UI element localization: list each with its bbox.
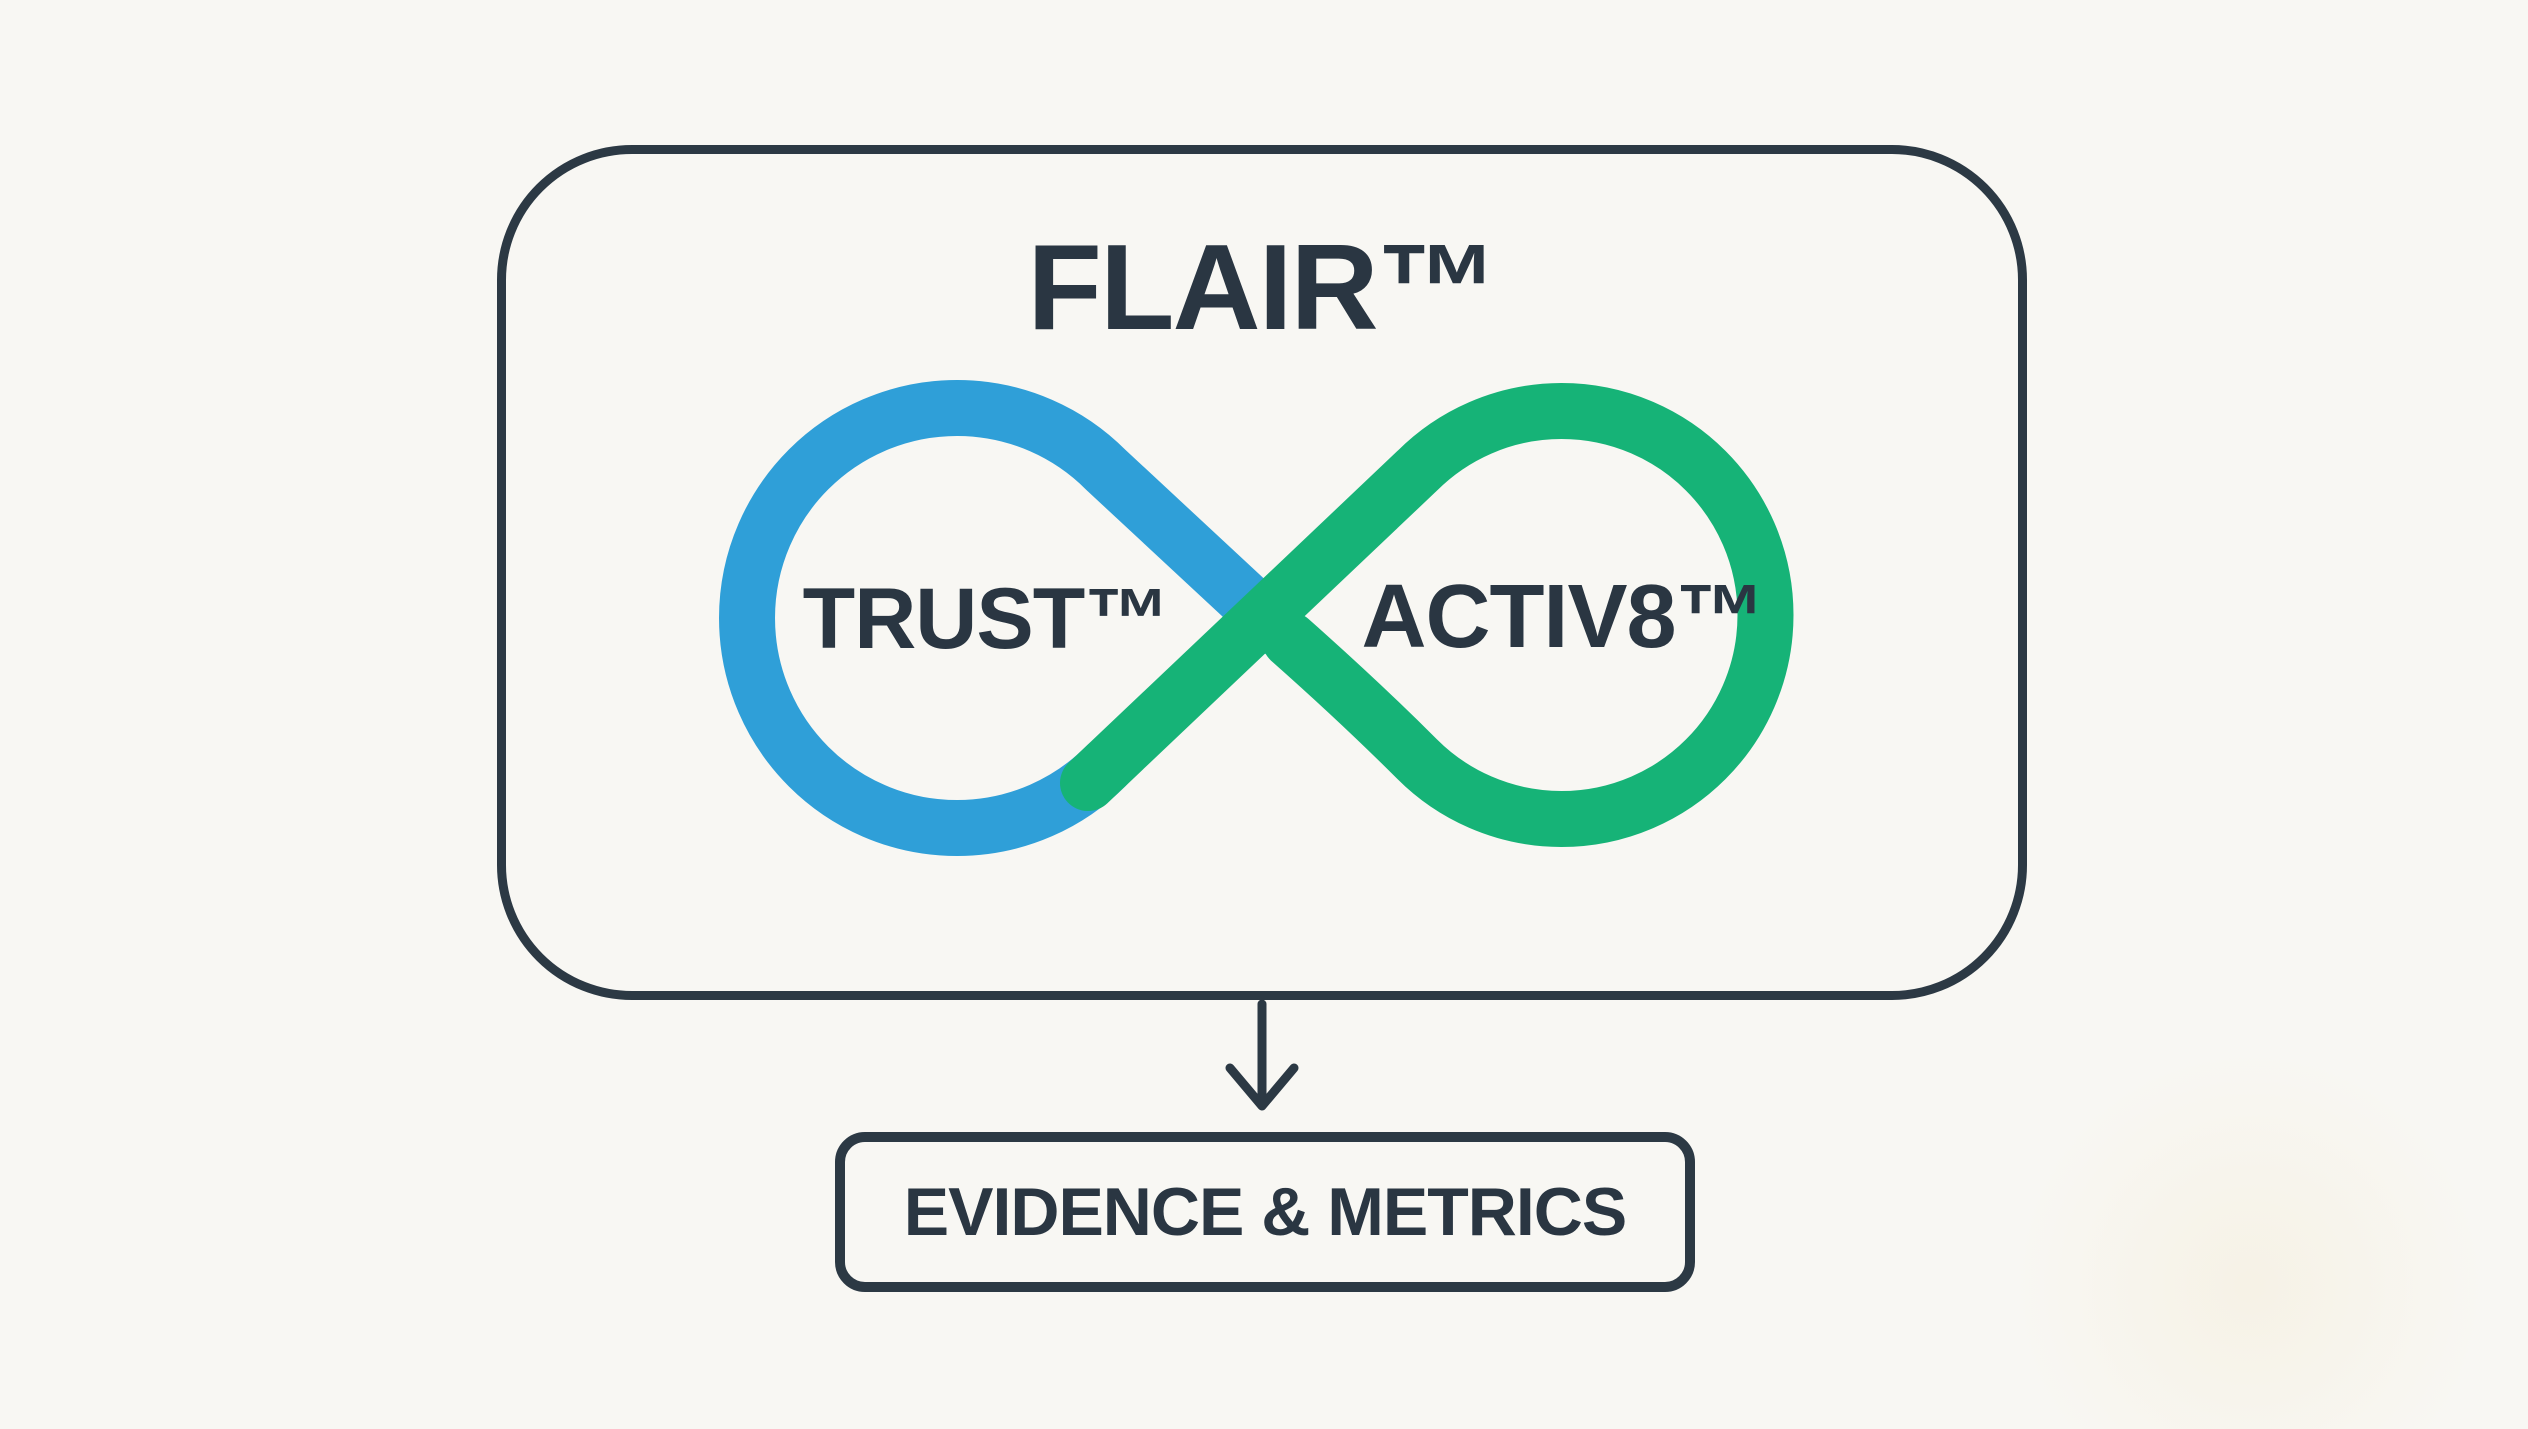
flair-title: FLAIR™	[1027, 219, 1498, 355]
evidence-metrics-box: EVIDENCE & METRICS	[835, 1132, 1695, 1292]
infinity-left-loop	[719, 380, 1304, 856]
evidence-metrics-label: EVIDENCE & METRICS	[903, 1174, 1628, 1250]
infinity-right-loop	[1060, 383, 1794, 847]
trust-label: TRUST™	[802, 571, 1171, 667]
activ8-label: ACTIV8™	[1361, 567, 1765, 667]
down-arrow-head	[1225, 1063, 1299, 1111]
down-arrow	[1225, 999, 1299, 1111]
flair-container-box: FLAIR™	[497, 145, 2027, 1000]
